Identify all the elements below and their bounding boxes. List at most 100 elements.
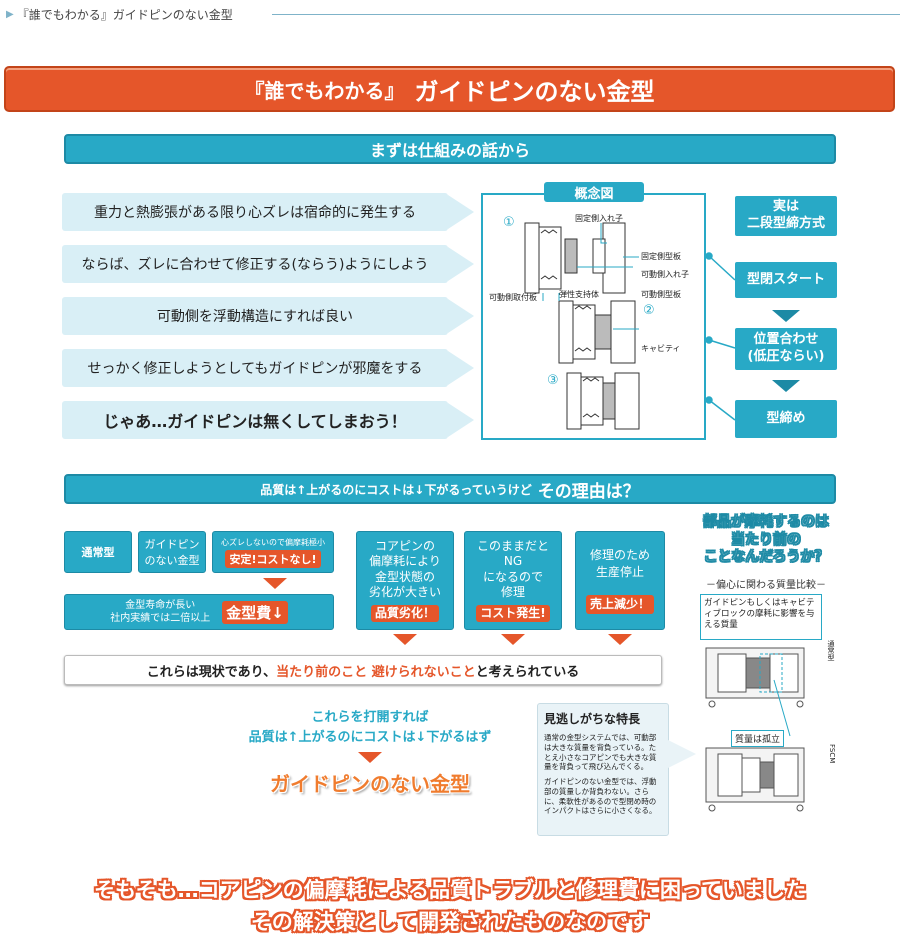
arrow-down-icon — [772, 310, 800, 322]
label-cavity: キャビティ — [641, 344, 681, 353]
reason-text: 生産停止 — [595, 565, 644, 580]
flow-close-start: 型閉スタート — [735, 262, 837, 298]
step-5: じゃあ…ガイドピンは無くしてしまおう！ — [62, 401, 448, 439]
reason-text: 劣化が大きい — [368, 585, 441, 600]
summary-bar: これらは現状であり、 当たり前のこと 避けられないこと と考えられている — [64, 655, 662, 685]
question-title: 部品が摩耗するのは 当たり前の ことなんだろうか？ — [690, 514, 842, 567]
reason-text: ガイドピン — [144, 538, 200, 551]
label-movable-insert: 可動側入れ子 — [641, 270, 689, 279]
question-line: 部品が摩耗するのは — [703, 514, 829, 530]
section-header-mechanism: まずは仕組みの話から — [64, 134, 836, 164]
flow-connectors — [705, 252, 736, 421]
breakthrough-line: これらを打開すれば — [311, 710, 429, 725]
reason-text: 金型寿命が長い — [125, 600, 196, 611]
reason-noguide: ガイドピン のない金型 — [138, 531, 206, 573]
triangle-right-icon: ▶ — [6, 9, 14, 20]
step-text: せっかく修正しようとしてもガイドピンが邪魔をする — [87, 361, 423, 377]
concept-num-3: ③ — [547, 373, 559, 388]
reason-ng: このままだと NG になるので 修理 コスト発生! — [464, 531, 562, 630]
concept-diagram: ① ② ③ 固定側入れ子 固定側型板 可動側入れ子 可動側取付板 弾性支持体 可… — [481, 193, 706, 440]
flow-line: 実は — [772, 199, 799, 215]
overlook-title: 見逃しがちな特長 — [544, 712, 641, 726]
question-line: ことなんだろうか？ — [703, 549, 829, 565]
arrow-down-icon — [263, 578, 287, 589]
section2-big: その理由は？ — [537, 481, 640, 502]
breadcrumb-divider — [272, 14, 900, 15]
concept-tag: 概念図 — [544, 182, 644, 202]
arrow-right-icon — [448, 403, 474, 437]
flow-line: (低圧ならい) — [747, 349, 825, 364]
reason-life: 金型寿命が長い 社内実績では二倍以上 金型費↓ — [64, 594, 334, 630]
arrow-right-icon — [448, 299, 474, 333]
step-4: せっかく修正しようとしてもガイドピンが邪魔をする — [62, 349, 448, 387]
reason-life-text: 金型寿命が長い 社内実績では二倍以上 — [110, 599, 210, 625]
label-fixed-insert: 固定側入れ子 — [575, 214, 623, 223]
reason-text: になるので — [482, 569, 543, 584]
fscm-label: FSCM — [828, 744, 836, 764]
bottom-line-1: そもそも…コアピンの偏摩耗による品質トラブルと修理費に困っていました — [94, 878, 806, 902]
overlook-point-1: 通常の金型システムでは、可動部は大きな質量を背負っている。たとえ小さなコアピンで… — [544, 733, 657, 772]
arrow-down-icon — [501, 634, 525, 645]
label-movable-mount: 可動側取付板 — [489, 293, 537, 302]
breakthrough-result: ガイドピンのない金型 — [270, 772, 470, 796]
reason-tag: 金型費↓ — [222, 600, 288, 624]
concept-num-1: ① — [503, 215, 515, 230]
page-title: 『誰でもわかる』 ガイドピンのない金型 — [4, 66, 895, 112]
flow-line: 型締め — [766, 410, 806, 426]
arrow-right-icon — [448, 247, 474, 281]
flow-alignment: 位置合わせ (低圧ならい) — [735, 328, 837, 370]
reason-tag: 売上減少！ — [585, 594, 654, 614]
reason-text: 修理のため — [589, 548, 650, 563]
question-callout: ガイドピンもしくはキャビティブロックの摩耗に影響を与える質量 — [700, 594, 822, 640]
reason-note: 心ズレしないので偏摩耗極小 — [221, 537, 325, 547]
summary-text: と考えられている — [475, 664, 580, 680]
overlook-point-2: ガイドピンのない金型では、浮動部の質量しか背負わない。さらに、柔軟性があるので型… — [544, 777, 657, 816]
mass-comparison-diagram — [705, 647, 805, 812]
step-text: 重力と熱膨張がある限り心ズレは宿命的に発生する — [94, 205, 416, 221]
reason-text: コアピンの — [374, 538, 435, 553]
question-line: 当たり前の — [731, 531, 801, 548]
arrow-down-icon — [393, 634, 417, 645]
flow-line: 位置合わせ — [753, 332, 819, 348]
reason-text: 修理 — [500, 585, 525, 600]
breadcrumb-text: 『誰でもわかる』ガイドピンのない金型 — [16, 8, 233, 22]
flow-line: 型閉スタート — [746, 271, 825, 287]
reason-repair: 修理のため 生産停止 売上減少！ — [575, 531, 665, 630]
step-1: 重力と熱膨張がある限り心ズレは宿命的に発生する — [62, 193, 448, 231]
arrow-down-icon — [608, 634, 632, 645]
reason-text: このままだと — [476, 538, 549, 553]
reason-tag: 安定!コストなし! — [225, 549, 321, 568]
label-elastic: 弾性支持体 — [559, 290, 599, 299]
arrow-right-icon — [448, 195, 474, 229]
step-text: 可動側を浮動構造にすれば良い — [156, 309, 354, 325]
reason-text: 金型状態の — [374, 569, 435, 584]
step-text: ならば、ズレに合わせて修正する(ならう)ようにしよう — [81, 257, 429, 273]
flow-line: 二段型締方式 — [746, 216, 825, 231]
reason-text: 社内実績では二倍以上 — [110, 613, 211, 624]
pointer-arrow-icon — [668, 740, 696, 768]
reason-core: コアピンの 偏摩耗により 金型状態の 劣化が大きい 品質劣化！ — [356, 531, 454, 630]
arrow-down-icon — [358, 752, 382, 763]
step-2: ならば、ズレに合わせて修正する(ならう)ようにしよう — [62, 245, 448, 283]
concept-diagram-svg — [524, 222, 640, 430]
isolated-mass-label: 質量は孤立 — [731, 730, 785, 747]
breakthrough-text: これらを打開すれば 品質は↑上がるのにコストは↓下がるはず — [210, 708, 530, 747]
flow-two-stage: 実は 二段型締方式 — [735, 196, 837, 236]
breakthrough-line: 品質は↑上がるのにコストは↓下がるはず — [248, 729, 492, 745]
concept-num-2: ② — [643, 303, 655, 318]
bottom-line-2: その解決策として開発されたものなのです — [250, 910, 650, 934]
reason-tag: コスト発生! — [476, 604, 550, 623]
breadcrumb: ▶ 『誰でもわかる』ガイドピンのない金型 — [6, 6, 233, 23]
section-header-reason: 品質は↑上がるのにコストは↓下がるっていうけど その理由は？ — [64, 474, 836, 504]
reason-normal: 通常型 — [64, 531, 132, 573]
step-3: 可動側を浮動構造にすれば良い — [62, 297, 448, 335]
arrow-down-icon — [772, 380, 800, 392]
reason-text: NG — [503, 554, 523, 569]
flow-clamp: 型締め — [735, 400, 837, 438]
arrow-right-icon — [448, 351, 474, 385]
label-fixed-plate: 固定側型板 — [641, 252, 681, 261]
summary-text: これらは現状であり、 — [146, 664, 277, 680]
label-movable-plate: 可動側型板 — [641, 290, 681, 299]
reason-noguide-detail: 心ズレしないので偏摩耗極小 安定!コストなし! — [212, 531, 334, 573]
question-subtitle: －偏心に関わる質量比較－ — [706, 580, 826, 591]
